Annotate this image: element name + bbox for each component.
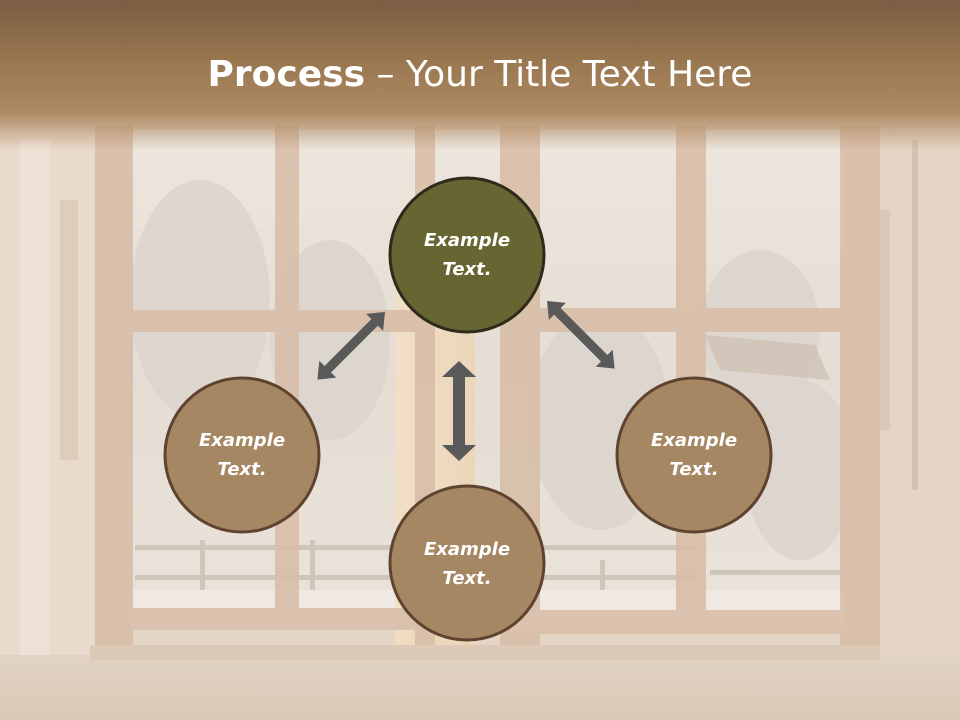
node-left-line1: Example <box>198 430 286 451</box>
process-node-left <box>163 376 321 534</box>
arrow-top-to-left <box>317 311 386 380</box>
node-top-line1: Example <box>423 230 511 251</box>
title-separator: – <box>365 54 406 95</box>
process-node-top <box>388 176 546 334</box>
slide-title: Process – Your Title Text Here <box>0 50 960 100</box>
node-right-line1: Example <box>650 430 738 451</box>
node-label-right: Example Text. <box>619 426 769 484</box>
process-node-right <box>615 376 773 534</box>
node-left-line2: Text. <box>217 459 267 480</box>
node-label-bottom: Example Text. <box>392 535 542 593</box>
node-bottom-line1: Example <box>423 539 511 560</box>
node-label-top: Example Text. <box>392 226 542 284</box>
process-node-bottom <box>388 484 546 642</box>
arrows-group <box>317 300 615 461</box>
node-top-line2: Text. <box>442 259 492 280</box>
node-label-left: Example Text. <box>167 426 317 484</box>
arrow-top-to-right <box>546 300 615 369</box>
node-bottom-line2: Text. <box>442 568 492 589</box>
node-right-line2: Text. <box>669 459 719 480</box>
title-bar <box>0 0 960 150</box>
title-bold-text: Process <box>207 54 366 95</box>
arrow-top-to-bottom <box>442 361 476 461</box>
title-rest-text: Your Title Text Here <box>405 54 753 95</box>
